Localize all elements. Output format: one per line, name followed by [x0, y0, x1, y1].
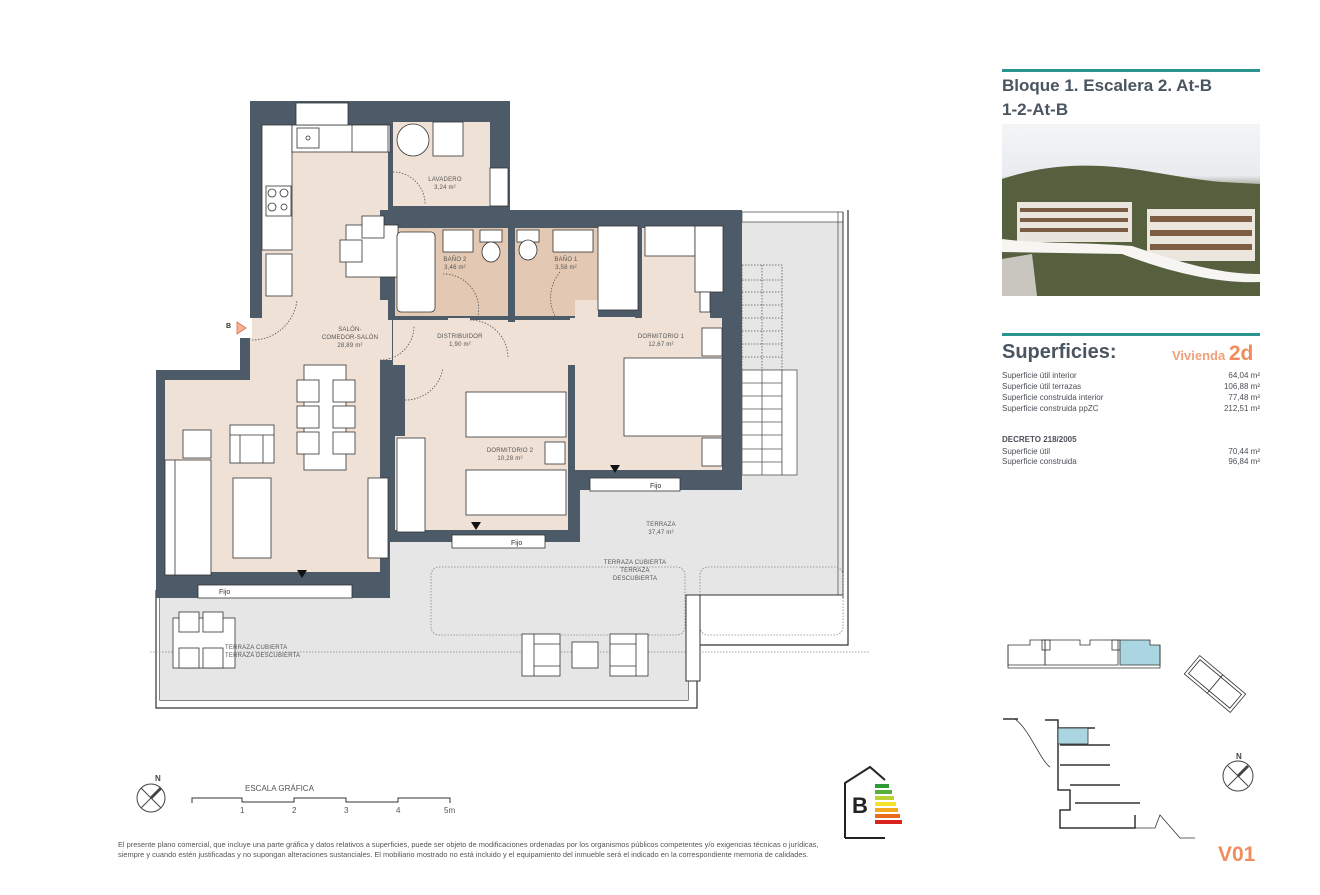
energy-rating: B	[852, 793, 868, 818]
building-render-photo	[1002, 124, 1260, 296]
view-arrows	[297, 465, 620, 578]
disclaimer-text: El presente plano comercial, que incluye…	[118, 840, 819, 859]
room-area: 28,89 m²	[337, 343, 363, 349]
superficies-title: Superficies:	[1002, 341, 1117, 363]
fixed-window-label: Fijo	[650, 483, 662, 490]
decreto-title: DECRETO 218/2005	[1002, 435, 1077, 444]
decreto-label: Superficie útil	[1002, 447, 1051, 456]
terrace-divider	[685, 594, 701, 682]
sheet-code: V01	[1218, 843, 1256, 866]
room-area: 12,67 m²	[648, 342, 674, 348]
superficies-divider	[1002, 333, 1260, 336]
decreto-value: 96,84 m²	[1228, 457, 1260, 466]
key-plan-rotated	[1183, 654, 1247, 714]
terrace-area	[160, 211, 844, 700]
key-plan-section	[1003, 718, 1195, 839]
scale-tick: 3	[344, 806, 349, 815]
scale-tick: 1	[240, 806, 245, 815]
room-label-bano-2: BAÑO 2 3,46 m²	[435, 256, 475, 272]
vivienda-code: 2d	[1228, 342, 1254, 365]
room-name: DISTRIBUIDOR	[437, 334, 483, 340]
scale-bar	[191, 797, 451, 803]
terrace-covered-label: TERRAZA CUBIERTA TERRAZA DESCUBIERTA	[600, 559, 670, 583]
decreto-row: Superficie construida 96,84 m²	[1002, 457, 1260, 466]
scale-tick: 2	[292, 806, 297, 815]
room-name: BAÑO 2	[443, 257, 467, 263]
room-name: LAVADERO	[428, 177, 462, 183]
compass-icon	[136, 783, 166, 813]
terrace-cubierta-text: TERRAZA CUBIERTA	[603, 560, 667, 566]
surface-label: Superficie útil interior	[1002, 371, 1077, 380]
room-label-bano-1: BAÑO 1 3,58 m²	[546, 256, 586, 272]
furniture	[164, 102, 724, 677]
door-swings	[251, 171, 561, 401]
compass-icon-right	[1222, 760, 1254, 792]
surface-row: Superficie construida ppZC 212,51 m²	[1002, 404, 1260, 413]
fixed-window-label: Fijo	[511, 540, 523, 547]
surface-row: Superficie útil terrazas 106,88 m²	[1002, 382, 1260, 391]
room-label-dormitorio-1: DORMITORIO 1 12,67 m²	[626, 333, 696, 349]
staircase	[741, 264, 798, 476]
scale-title: ESCALA GRÁFICA	[245, 784, 314, 793]
room-label-terraza: TERRAZA 37,47 m²	[626, 521, 696, 537]
room-name: DORMITORIO 2	[486, 448, 534, 454]
decreto-row: Superficie útil 70,44 m²	[1002, 447, 1260, 456]
room-name: BAÑO 1	[554, 257, 578, 263]
compass-north-label-right: N	[1236, 752, 1242, 761]
room-name: SALÓN-	[338, 327, 362, 333]
room-area: 3,24 m²	[434, 185, 456, 191]
room-label-salon: SALÓN- COMEDOR-SALÓN 28,89 m²	[300, 326, 400, 350]
vivienda-label: Vivienda	[1172, 348, 1226, 363]
scale-tick: 4	[396, 806, 401, 815]
room-name: DORMITORIO 1	[637, 334, 685, 340]
room-area: 1,90 m²	[449, 342, 471, 348]
room-name: COMEDOR-SALÓN	[321, 335, 379, 341]
room-area: 3,58 m²	[555, 265, 577, 271]
surface-value: 64,04 m²	[1228, 371, 1260, 380]
compass-north-label: N	[155, 774, 161, 783]
room-name: TERRAZA	[646, 522, 676, 528]
surface-value: 106,88 m²	[1223, 382, 1260, 391]
scale-tick: 5m	[444, 806, 456, 815]
room-area: 10,28 m²	[497, 456, 523, 462]
room-area: 37,47 m²	[648, 530, 674, 536]
surface-row: Superficie útil interior 64,04 m²	[1002, 371, 1260, 380]
energy-label-icon	[844, 765, 902, 839]
entrance-label: B	[226, 323, 232, 330]
surface-label: Superficie construida ppZC	[1002, 404, 1099, 413]
page-title: Bloque 1. Escalera 2. At-B	[1002, 76, 1213, 95]
surface-row: Superficie construida interior 77,48 m²	[1002, 393, 1260, 402]
room-area: 3,46 m²	[444, 265, 466, 271]
fixed-window-label: Fijo	[219, 589, 231, 596]
surface-value: 212,51 m²	[1223, 404, 1260, 413]
header-divider	[1002, 69, 1260, 72]
vivienda-type: Vivienda 2d	[1172, 342, 1253, 366]
terrace-cubierta-text: TERRAZA CUBIERTA	[225, 645, 288, 651]
key-plan-block	[1007, 639, 1161, 669]
decreto-label: Superficie construida	[1002, 457, 1077, 466]
page-subtitle: 1-2-At-B	[1002, 100, 1069, 119]
terrace-descubierta-text: TERRAZA DESCUBIERTA	[225, 653, 301, 659]
room-label-dormitorio-2: DORMITORIO 2 10,28 m²	[475, 447, 545, 463]
surface-label: Superficie útil terrazas	[1002, 382, 1082, 391]
room-label-lavadero: LAVADERO 3,24 m²	[410, 176, 480, 192]
surface-label: Superficie construida interior	[1002, 393, 1104, 402]
surface-value: 77,48 m²	[1228, 393, 1260, 402]
decreto-value: 70,44 m²	[1228, 447, 1260, 456]
terrace-descubierta-text: TERRAZA DESCUBIERTA	[612, 568, 658, 582]
room-label-distribuidor: DISTRIBUIDOR 1,90 m²	[425, 333, 495, 349]
entrance-marker-icon	[236, 321, 247, 335]
terrace-covered-label-left: TERRAZA CUBIERTA TERRAZA DESCUBIERTA	[225, 644, 325, 660]
